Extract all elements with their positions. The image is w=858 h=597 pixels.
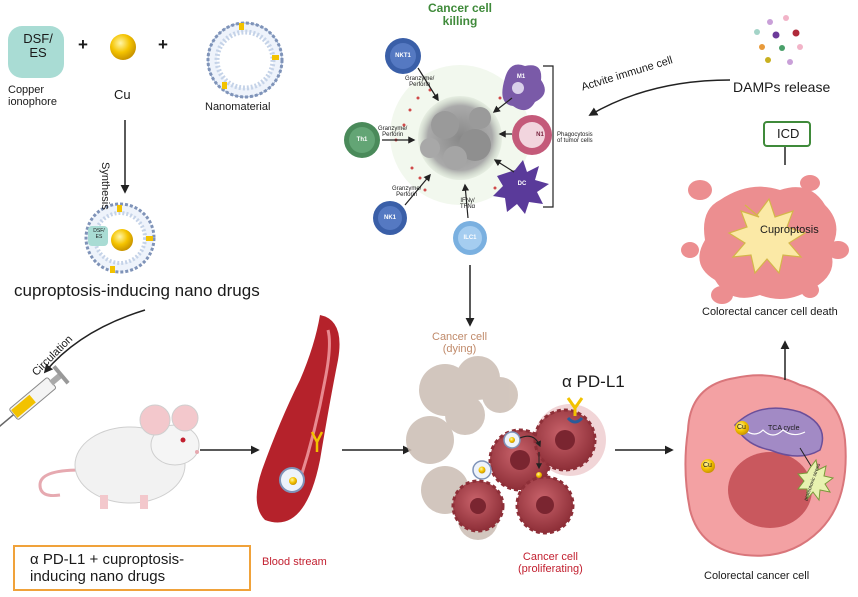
m1-macrophage bbox=[502, 64, 545, 111]
ilc1-label: ILC1 bbox=[463, 235, 477, 241]
cu-label: Cu bbox=[114, 87, 131, 102]
colorectal-cancer-cell bbox=[684, 374, 847, 557]
m1-label: M1 bbox=[516, 74, 526, 80]
granzyme-label-3: Granzyme/ Perforin bbox=[392, 186, 422, 199]
synthesis-label: Synthesis bbox=[99, 162, 111, 210]
cancer-cell-dying-label: Cancer cell (dying) bbox=[432, 331, 488, 356]
tumor-cluster bbox=[390, 65, 530, 205]
blood-vessel bbox=[256, 315, 340, 523]
icd-label: ICD bbox=[777, 126, 800, 141]
n1-label: N1 bbox=[536, 132, 544, 138]
tca-cycle-label: TCA cycle bbox=[768, 425, 800, 432]
ilc1-cell bbox=[453, 221, 487, 255]
nano-drug-badge-label: DSF/ ES bbox=[93, 228, 105, 240]
combo-therapy-label: α PD-L1 + cuproptosis- inducing nano dru… bbox=[30, 551, 185, 585]
nano-particles-in-tumor bbox=[472, 431, 542, 480]
copper-ion bbox=[110, 34, 136, 60]
crc-cu-label-2: Cu bbox=[703, 462, 712, 469]
plus-sign-1: + bbox=[78, 35, 88, 54]
nkt1-label: NKT1 bbox=[395, 53, 411, 59]
phagocytosis-bracket bbox=[543, 65, 554, 208]
nkt1-cell bbox=[385, 38, 421, 74]
damps-dots bbox=[754, 15, 803, 65]
circulation-arrow bbox=[43, 309, 146, 374]
cuproptosis-label: Cuproptosis bbox=[760, 224, 819, 236]
crc-cell-label: Colorectal cancer cell bbox=[704, 570, 810, 582]
ifn-label: IFNγ/ TFNα bbox=[460, 198, 476, 211]
pdl1-label: α PD-L1 bbox=[562, 372, 625, 391]
crc-death-label: Colorectal cancer cell death bbox=[702, 306, 838, 318]
nk1-cell bbox=[373, 201, 407, 235]
granzyme-label-2: Granzyme/ Perforin bbox=[378, 126, 408, 139]
dc-cell bbox=[493, 160, 549, 214]
damps-release-label: DAMPs release bbox=[733, 79, 831, 95]
cancer-cell-killing-title: Cancer cell killing bbox=[427, 1, 493, 29]
granzyme-label-1: Granzyme/ Perforin bbox=[405, 76, 435, 89]
crc-cu-label-1: Cu bbox=[737, 424, 746, 431]
phagocytosis-label: Phagocytosis of tumor cells bbox=[557, 132, 593, 145]
nano-drugs-label: cuproptosis-inducing nano drugs bbox=[14, 281, 260, 300]
n1-neutrophil bbox=[512, 115, 552, 155]
nanomaterial-liposome bbox=[206, 21, 284, 99]
nano-drug-particle bbox=[84, 202, 156, 274]
immune-attack-arrows bbox=[382, 67, 515, 219]
icd-box: ICD bbox=[763, 121, 811, 147]
plus-sign-2: + bbox=[158, 35, 168, 54]
syringe-icon bbox=[0, 365, 70, 432]
colorectal-cancer-cell-death bbox=[681, 175, 849, 304]
th1-cell bbox=[344, 122, 380, 158]
dc-label: DC bbox=[517, 181, 527, 187]
copper-ionophore-label: Copper ionophore bbox=[8, 84, 57, 109]
nk1-label: NK1 bbox=[383, 215, 396, 221]
dsf-es-label: DSF/ ES bbox=[23, 31, 53, 61]
dsf-es-badge bbox=[8, 26, 64, 78]
arrow-activate-immune bbox=[588, 79, 731, 116]
th1-label: Th1 bbox=[356, 137, 368, 143]
mouse-icon bbox=[38, 404, 200, 509]
nanomaterial-label: Nanomaterial bbox=[205, 101, 271, 113]
proliferating-cancer-cells bbox=[451, 404, 606, 535]
pdl1-antibody-icon bbox=[566, 397, 584, 424]
cancer-cell-proliferating-label: Cancer cell (proliferating) bbox=[518, 551, 583, 576]
blood-stream-label: Blood stream bbox=[262, 556, 327, 568]
combo-therapy-box bbox=[13, 545, 251, 591]
